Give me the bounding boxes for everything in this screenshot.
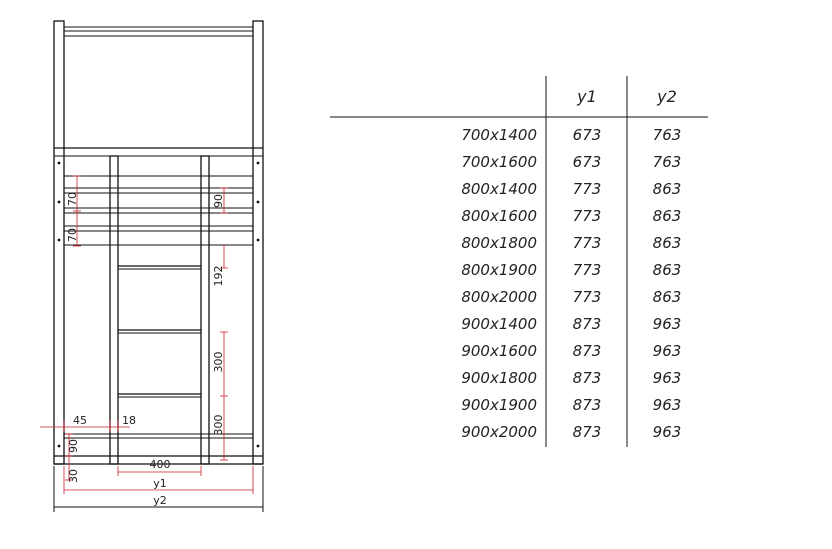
table-row: 900x1600 873 963 xyxy=(461,342,681,360)
bed-frame-drawing: 70 70 90 192 300 300 45 18 90 30 400 y1 … xyxy=(40,20,264,512)
table-row: 800x1800 773 863 xyxy=(461,234,681,252)
row-y1: 873 xyxy=(573,315,602,333)
table-row: 700x1400 673 763 xyxy=(461,126,681,144)
ladder-rungs xyxy=(118,265,201,398)
row-size: 900x1800 xyxy=(461,369,537,387)
table-row: 900x1900 873 963 xyxy=(461,396,681,414)
row-size: 900x1900 xyxy=(461,396,537,414)
ladder-left-post xyxy=(109,155,119,465)
row-y2: 963 xyxy=(653,396,682,414)
dim-70-b: 70 xyxy=(66,228,79,242)
upper-slats xyxy=(64,175,253,246)
table-row: 800x2000 773 863 xyxy=(461,288,681,306)
row-y2: 963 xyxy=(653,315,682,333)
dim-18: 18 xyxy=(122,414,136,427)
dim-y1: y1 xyxy=(153,477,167,490)
table-header-y1: y1 xyxy=(576,87,597,106)
row-y2: 763 xyxy=(653,153,682,171)
row-y1: 773 xyxy=(573,180,602,198)
row-y2: 763 xyxy=(653,126,682,144)
row-size: 800x1400 xyxy=(461,180,537,198)
row-size: 700x1600 xyxy=(461,153,537,171)
table-row: 900x2000 873 963 xyxy=(461,423,681,441)
table-row: 900x1400 873 963 xyxy=(461,315,681,333)
row-y1: 673 xyxy=(573,153,602,171)
row-y2: 863 xyxy=(653,261,682,279)
dimension-lines xyxy=(40,175,264,512)
dim-70-a: 70 xyxy=(66,192,79,206)
row-y1: 873 xyxy=(573,342,602,360)
dim-300-a: 300 xyxy=(212,352,225,373)
row-size: 800x2000 xyxy=(461,288,537,306)
right-outer-post xyxy=(252,20,264,465)
table-row: 800x1900 773 863 xyxy=(461,261,681,279)
size-table: y1 y2 700x1400 673 763 700x1600 673 763 800x14… xyxy=(330,76,708,447)
row-y2: 963 xyxy=(653,369,682,387)
table-row: 800x1600 773 863 xyxy=(461,207,681,225)
row-y2: 863 xyxy=(653,288,682,306)
dim-400: 400 xyxy=(150,458,171,471)
bolt-dots xyxy=(57,161,260,448)
dim-192: 192 xyxy=(212,266,225,287)
dim-y2: y2 xyxy=(153,494,167,507)
table-row: 700x1600 673 763 xyxy=(461,153,681,171)
row-size: 800x1600 xyxy=(461,207,537,225)
row-y2: 963 xyxy=(653,423,682,441)
row-size: 800x1800 xyxy=(461,234,537,252)
dim-90-bottom: 90 xyxy=(67,439,80,453)
row-y2: 863 xyxy=(653,234,682,252)
ladder-right-post xyxy=(200,155,210,465)
dim-300-b: 300 xyxy=(212,415,225,436)
table-row: 900x1800 873 963 xyxy=(461,369,681,387)
row-y2: 863 xyxy=(653,207,682,225)
row-y2: 863 xyxy=(653,180,682,198)
lower-rails xyxy=(54,433,263,465)
dim-30: 30 xyxy=(67,469,80,483)
dimension-labels: 70 70 90 192 300 300 45 18 90 30 400 y1 … xyxy=(66,192,225,507)
row-size: 900x2000 xyxy=(461,423,537,441)
row-size: 900x1400 xyxy=(461,315,537,333)
left-outer-post xyxy=(53,20,65,465)
row-y1: 873 xyxy=(573,369,602,387)
row-y1: 773 xyxy=(573,261,602,279)
row-y2: 963 xyxy=(653,342,682,360)
row-y1: 773 xyxy=(573,234,602,252)
row-y1: 773 xyxy=(573,207,602,225)
table-header-y2: y2 xyxy=(656,87,677,106)
row-size: 900x1600 xyxy=(461,342,537,360)
row-y1: 873 xyxy=(573,396,602,414)
row-y1: 673 xyxy=(573,126,602,144)
row-size: 700x1400 xyxy=(461,126,537,144)
dim-45: 45 xyxy=(73,414,87,427)
dim-90-top: 90 xyxy=(212,194,225,208)
row-y1: 873 xyxy=(573,423,602,441)
table-row: 800x1400 773 863 xyxy=(461,180,681,198)
row-y1: 773 xyxy=(573,288,602,306)
row-size: 800x1900 xyxy=(461,261,537,279)
